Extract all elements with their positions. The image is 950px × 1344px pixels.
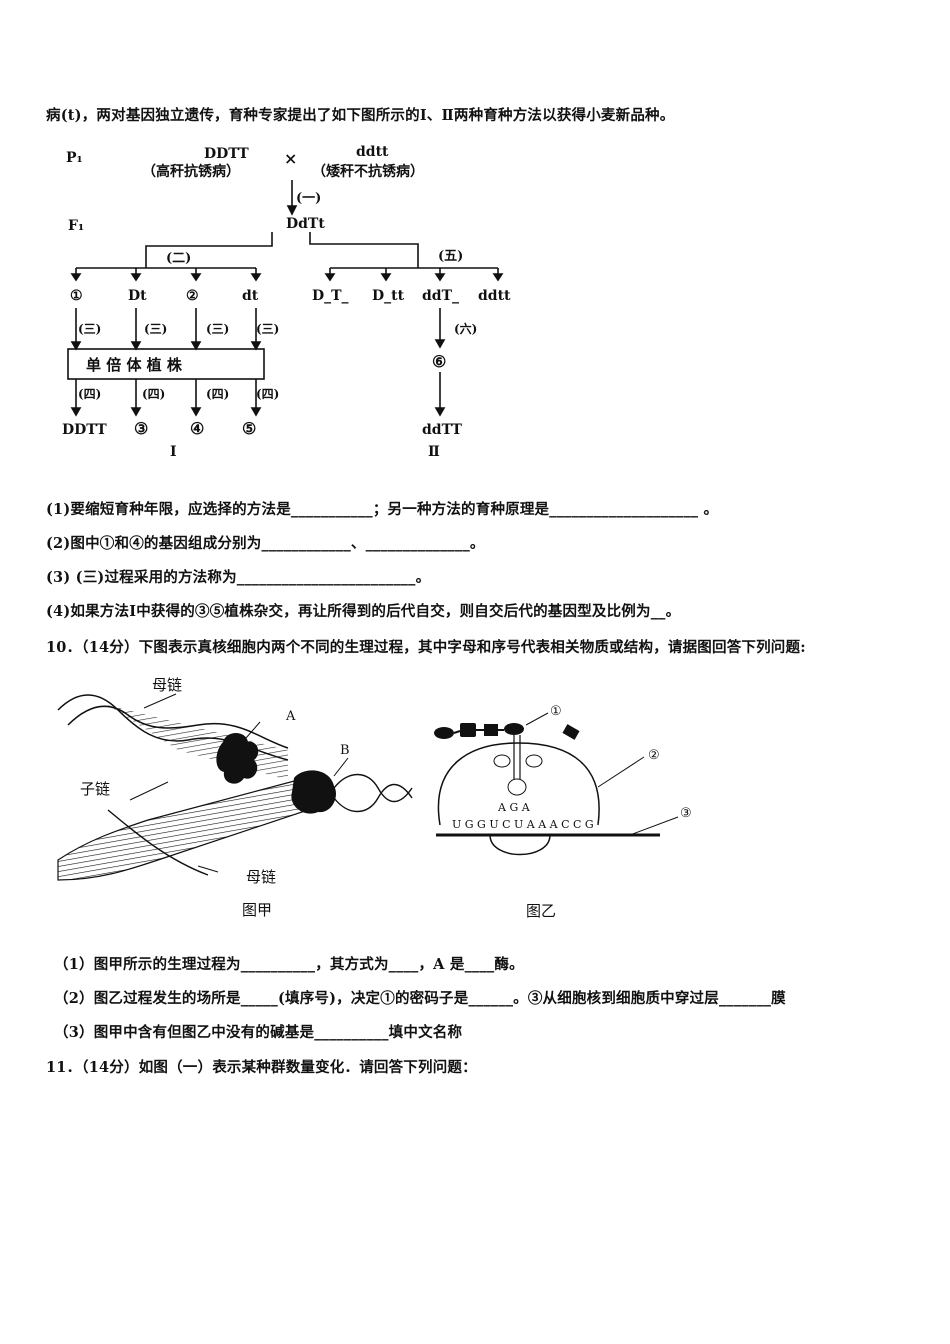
figure-jia: 母链 A B 子链 母链 图甲 [57, 676, 413, 919]
q9-part4: (4)如果方法Ⅰ中获得的③⑤植株杂交，再让所得到的后代自交，则自交后代的基因型及… [46, 603, 681, 620]
step6-label: (六) [454, 321, 477, 336]
step4-label-d: (四) [256, 387, 279, 401]
f2-group-4: ddtt [478, 288, 511, 304]
f2-group-3: ddT_ [422, 288, 459, 304]
haploid-box-label: 单 倍 体 植 株 [86, 356, 183, 374]
f2-group-1: D_T_ [312, 288, 349, 304]
f2-group-2: D_tt [372, 288, 405, 304]
p1-label: P₁ [66, 150, 83, 166]
gamete-1: ① [70, 288, 83, 304]
q9-part3: (3) (三)过程采用的方法称为________________________… [46, 569, 431, 586]
method-II: Ⅱ [428, 444, 440, 460]
yi-anticodon: A G A [497, 801, 531, 814]
step4-label-a: (四) [78, 387, 101, 401]
jia-caption: 图甲 [242, 901, 272, 919]
yi-mrna-sequence: U G G U C U A A A C C G [452, 818, 594, 831]
result-5: ⑤ [242, 419, 256, 438]
figure-yi: ① ② ③ A G A U G G U C U A A A C C G 图乙 [434, 704, 692, 920]
step3-label-c: (三) [206, 322, 229, 336]
result-3: ③ [134, 419, 148, 438]
parent1-genotype: DDTT [204, 146, 249, 162]
jia-mother-strand-top: 母链 [152, 676, 182, 694]
result-ddtt: DDTT [62, 422, 107, 438]
yi-caption: 图乙 [526, 902, 556, 920]
result-ddTT: ddTT [422, 422, 462, 438]
f1-genotype: DdTt [286, 216, 325, 232]
q9-part1: (1)要缩短育种年限，应选择的方法是___________；另一种方法的育种原理… [46, 501, 719, 518]
q10-part1: （1）图甲所示的生理过程为__________，其方式为____，A 是____… [54, 956, 524, 973]
parent2-genotype: ddtt [356, 144, 389, 160]
q10-header: 10．（14分）下图表示真核细胞内两个不同的生理过程，其中字母和序号代表相关物质… [46, 639, 806, 656]
parent2-trait: （矮秆不抗锈病） [312, 163, 424, 180]
jia-daughter-strand: 子链 [80, 780, 110, 798]
step1-label: (一) [296, 191, 321, 206]
breeding-diagram: P₁ F₁ DDTT （高秆抗锈病） × ddtt （矮秆不抗锈病） (一) D… [62, 144, 511, 460]
step3-label-b: (三) [144, 322, 167, 336]
step2-label: (二) [166, 251, 191, 266]
f1-label: F₁ [68, 218, 84, 234]
yi-label-2: ② [648, 748, 660, 763]
step4-label-c: (四) [206, 387, 229, 401]
step3-label-d: (三) [256, 322, 279, 336]
result-4: ④ [190, 419, 204, 438]
q10-part2: （2）图乙过程发生的场所是_____(填序号)，决定①的密码子是______。③… [54, 990, 786, 1007]
step4-label-b: (四) [142, 387, 165, 401]
gamete-2: ② [186, 288, 199, 304]
gamete-dt: dt [242, 288, 259, 304]
cross-symbol: × [284, 149, 297, 168]
jia-mother-strand-bottom: 母链 [246, 868, 276, 886]
step3-label-a: (三) [78, 322, 101, 336]
jia-label-B: B [340, 743, 350, 758]
step5-label: (五) [438, 249, 463, 264]
jia-label-A: A [285, 709, 296, 724]
intro-line: 病(t)，两对基因独立遗传，育种专家提出了如下图所示的Ⅰ、Ⅱ两种育种方法以获得小… [46, 107, 675, 124]
parent1-trait: （高秆抗锈病） [142, 163, 240, 180]
q11-header: 11．（14分）如图（一）表示某种群数量变化．请回答下列问题： [46, 1059, 477, 1076]
circle-6: ⑥ [432, 352, 446, 371]
q10-part3: （3）图甲中含有但图乙中没有的碱基是__________填中文名称 [54, 1024, 463, 1041]
q9-part2: (2)图中①和④的基因组成分别为____________、___________… [46, 535, 485, 552]
method-I: Ⅰ [170, 444, 177, 460]
yi-label-3: ③ [680, 806, 692, 821]
gamete-Dt: Dt [128, 288, 147, 304]
yi-label-1: ① [550, 704, 562, 719]
